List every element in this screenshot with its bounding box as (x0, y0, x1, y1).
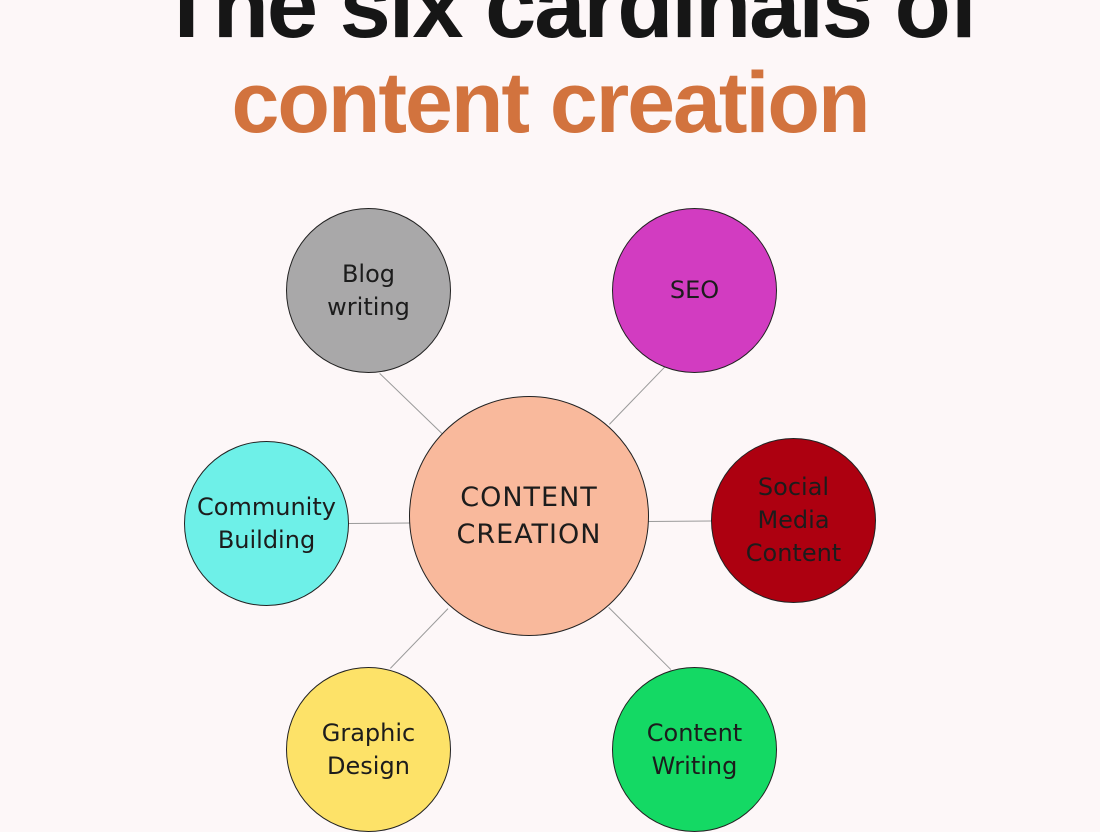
title-line-1: The six cardinals of (158, 0, 980, 57)
connector-content-writing (608, 607, 672, 670)
node-blog-writing-label: Blog writing (327, 259, 410, 321)
connector-graphic-design (390, 608, 449, 669)
node-graphic-design: Graphic Design (286, 667, 451, 832)
node-graphic-design-label: Graphic Design (321, 718, 416, 780)
node-community-building: Community Building (184, 441, 349, 606)
connector-blog-writing (379, 373, 444, 435)
node-seo: SEO (612, 208, 777, 373)
title-line-2: content creation (231, 55, 871, 151)
connector-seo (609, 366, 666, 425)
node-content-writing: Content Writing (612, 667, 777, 832)
node-social-media-content-label: Social Media Content (745, 473, 842, 567)
node-content-writing-label: Content Writing (646, 718, 743, 780)
connector-social-media-content (648, 520, 712, 522)
node-content-creation-hub: CONTENT CREATION (409, 396, 649, 636)
node-seo-label: SEO (669, 276, 720, 304)
node-blog-writing: Blog writing (286, 208, 451, 373)
hub-label: CONTENT CREATION (456, 482, 602, 550)
node-social-media-content: Social Media Content (711, 438, 876, 603)
node-community-building-label: Community Building (197, 492, 336, 554)
connector-community-building (349, 522, 412, 524)
